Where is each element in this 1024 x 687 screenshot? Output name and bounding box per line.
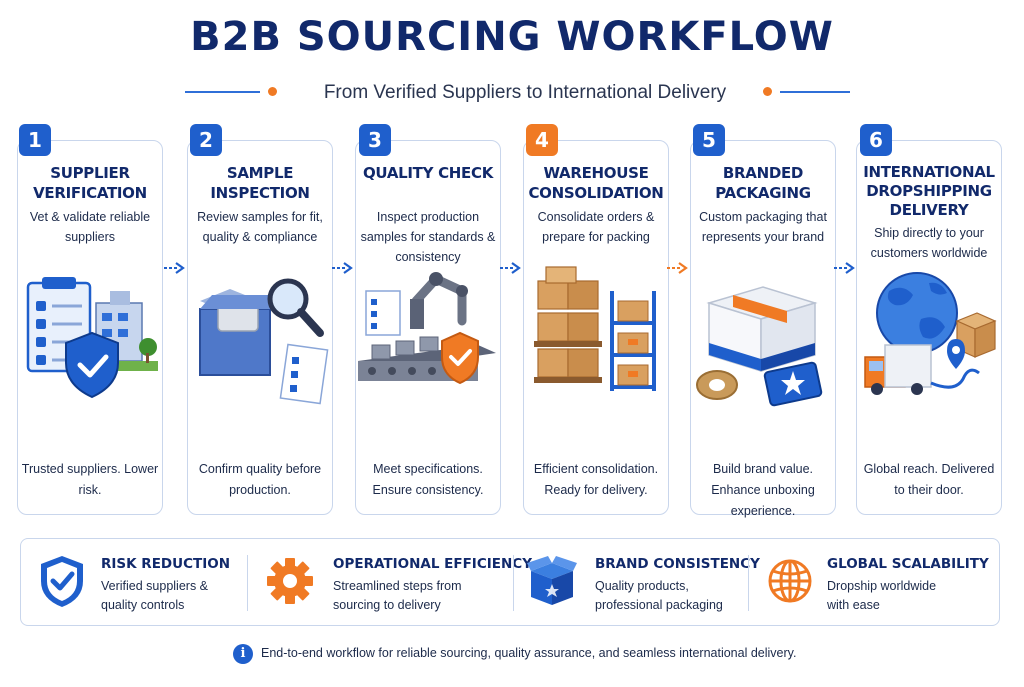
benefit-description-line: Verified suppliers & — [101, 579, 209, 593]
step-title: WAREHOUSE CONSOLIDATION — [528, 164, 664, 202]
international-delivery-illustration — [864, 272, 997, 395]
step-outcome: Global reach. Delivered to their door. — [863, 462, 995, 497]
info-icon: i — [233, 644, 253, 664]
subtitle-line-right — [780, 91, 850, 93]
step-description: Vet & validate reliable suppliers — [29, 210, 151, 244]
benefit-description-line: quality controls — [101, 598, 185, 612]
step-outcome: Trusted suppliers. Lower risk. — [21, 462, 159, 497]
step-description: Inspect production samples for standards… — [360, 210, 496, 264]
benefit-description-line: Dropship worldwide — [827, 579, 937, 593]
arrow-right-icon — [834, 262, 855, 274]
divider — [748, 555, 749, 611]
step-badge-2: 2 — [190, 124, 222, 156]
step-description: Ship directly to your customers worldwid… — [870, 226, 988, 260]
benefit-description-line: professional packaging — [595, 598, 723, 612]
step-card-6: INTERNATIONAL DROPSHIPPING DELIVERY Ship… — [856, 140, 1002, 515]
step-description: Review samples for fit, quality & compli… — [197, 210, 323, 244]
warehouse-consolidation-illustration — [534, 266, 656, 391]
step-title: INTERNATIONAL DROPSHIPPING DELIVERY — [863, 163, 995, 219]
arrow-right-icon — [332, 262, 353, 274]
page-subtitle: From Verified Suppliers to International… — [323, 82, 727, 103]
sample-inspection-illustration — [199, 278, 329, 405]
step-card-2: SAMPLE INSPECTION Review samples for fit… — [187, 140, 333, 515]
benefits-bar: RISK REDUCTION Verified suppliers & qual… — [20, 538, 1000, 626]
benefit-risk-reduction: RISK REDUCTION Verified suppliers & qual… — [37, 539, 247, 627]
subtitle-line-left — [185, 91, 260, 93]
quality-check-illustration — [358, 272, 496, 385]
arrow-right-icon — [667, 262, 688, 274]
benefit-description: Verified suppliers & quality controls — [101, 577, 208, 615]
benefit-description: Quality products, professional packaging — [595, 577, 723, 615]
benefit-title: RISK REDUCTION — [101, 556, 231, 572]
benefit-description: Streamlined steps from sourcing to deliv… — [333, 577, 462, 615]
step-title: SAMPLE INSPECTION — [210, 164, 310, 202]
subtitle-dot-right — [763, 87, 772, 96]
step-title: QUALITY CHECK — [362, 164, 494, 182]
gear-icon — [267, 558, 313, 604]
benefit-global-scalability: GLOBAL SCALABILITY Dropship worldwide wi… — [765, 539, 989, 627]
step-badge-3: 3 — [359, 124, 391, 156]
arrow-right-icon — [500, 262, 521, 274]
page-title: B2B SOURCING WORKFLOW — [190, 14, 834, 60]
benefit-description-line: with ease — [827, 598, 880, 612]
step-badge-6: 6 — [860, 124, 892, 156]
step-title: BRANDED PACKAGING — [715, 164, 811, 202]
footer-text: End-to-end workflow for reliable sourcin… — [261, 646, 797, 660]
benefit-description-line: Streamlined steps from — [333, 579, 462, 593]
step-badge-5: 5 — [693, 124, 725, 156]
benefit-operational-efficiency: OPERATIONAL EFFICIENCY Streamlined steps… — [265, 539, 532, 627]
benefit-brand-consistency: BRAND CONSISTENCY Quality products, prof… — [527, 539, 760, 627]
step-description: Custom packaging that represents your br… — [699, 210, 827, 244]
step-card-4: WAREHOUSE CONSOLIDATION Consolidate orde… — [523, 140, 669, 515]
step-card-1: SUPPLIER VERIFICATION Vet & validate rel… — [17, 140, 163, 515]
step-badge-1: 1 — [19, 124, 51, 156]
divider — [513, 555, 514, 611]
subtitle-row: From Verified Suppliers to International… — [0, 80, 1024, 104]
arrow-right-icon — [164, 262, 185, 274]
step-card-5: BRANDED PACKAGING Custom packaging that … — [690, 140, 836, 518]
box-icon — [527, 556, 577, 605]
subtitle-dot-left — [268, 87, 277, 96]
step-badge-4: 4 — [526, 124, 558, 156]
benefit-description: Dropship worldwide with ease — [827, 577, 936, 615]
step-card-3: QUALITY CHECK Inspect production samples… — [355, 140, 501, 515]
benefit-description-line: Quality products, — [595, 579, 689, 593]
benefit-description-line: sourcing to delivery — [333, 598, 441, 612]
supplier-verification-illustration — [26, 277, 158, 399]
step-outcome: Confirm quality before production. — [198, 462, 322, 497]
globe-icon — [768, 559, 812, 603]
benefit-title: OPERATIONAL EFFICIENCY — [333, 556, 532, 572]
shield-check-icon — [41, 556, 83, 607]
branded-packaging-illustration — [696, 286, 823, 407]
step-title: SUPPLIER VERIFICATION — [33, 164, 147, 202]
step-outcome: Efficient consolidation. Ready for deliv… — [533, 462, 659, 497]
divider — [247, 555, 248, 611]
benefit-title: BRAND CONSISTENCY — [595, 556, 760, 572]
step-outcome: Meet specifications. Ensure consistency. — [372, 462, 484, 497]
step-outcome: Build brand value. Enhance unboxing expe… — [711, 462, 815, 518]
benefit-title: GLOBAL SCALABILITY — [827, 556, 989, 572]
step-description: Consolidate orders & prepare for packing — [537, 210, 655, 244]
